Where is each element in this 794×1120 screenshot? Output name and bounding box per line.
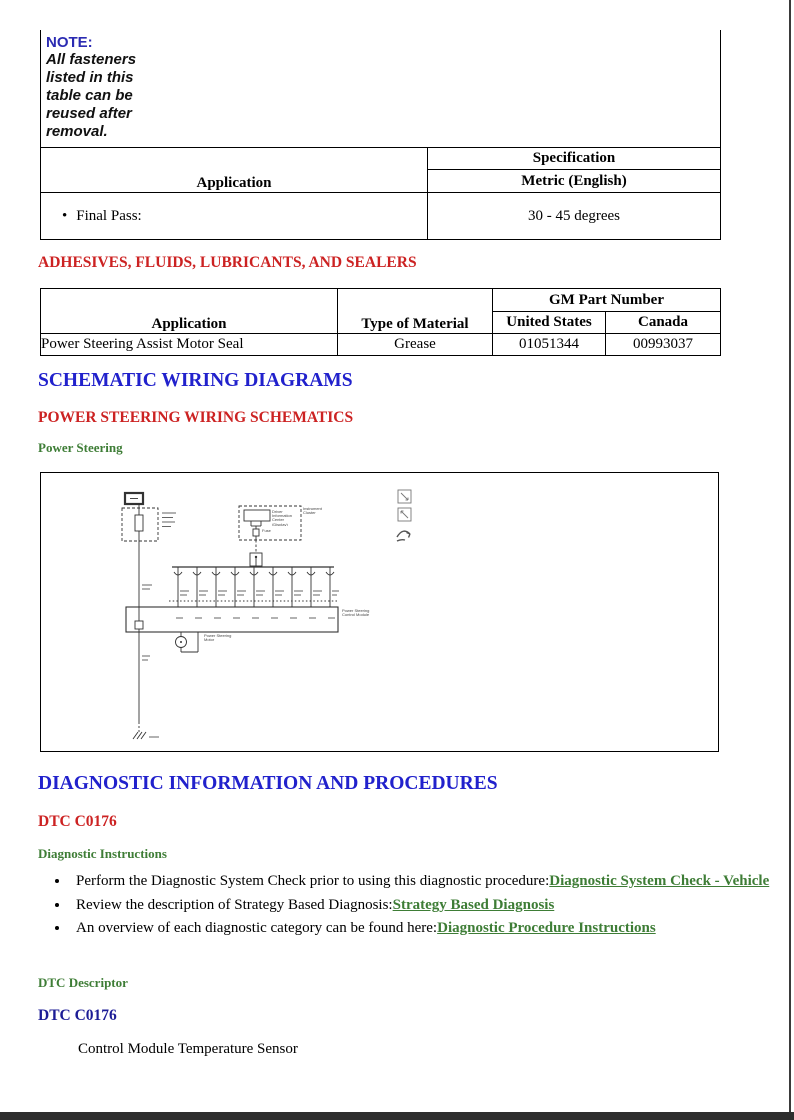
list-item: Perform the Diagnostic System Check prio… [70,872,770,891]
adhesives-heading: ADHESIVES, FLUIDS, LUBRICANTS, AND SEALE… [38,254,417,271]
rotate-icon[interactable] [396,530,411,542]
adh-us-header: United States [492,311,606,334]
dtc-descriptor-heading: DTC Descriptor [38,975,128,990]
schematic-heading: SCHEMATIC WIRING DIAGRAMS [38,370,353,391]
spec-application-header: Application [40,147,428,193]
bottom-bar [0,1112,794,1120]
bus-drops [173,567,335,607]
note-label: NOTE: [46,34,93,51]
dic-label: Driver Information Center (Display) [272,510,293,526]
power-steering-motor [175,632,199,653]
ground-path [132,541,159,740]
adh-type-header: Type of Material [337,288,493,334]
dtc-heading: DTC C0176 [38,813,117,830]
link-strategy-based-diagnosis[interactable]: Strategy Based Diagnosis [392,896,555,913]
table-row: Power Steering Assist Motor Seal Grease … [40,333,721,356]
module-label: Power Steering Control Module [342,609,370,618]
spec-row-label: Final Pass: [76,207,142,224]
adh-row-canada: 00993037 [605,333,721,356]
note-cell: NOTE: All fasteners listed in this table… [40,30,721,148]
bullet-text: Review the description of Strategy Based… [76,896,393,913]
spec-metric-header: Metric (English) [427,169,721,193]
motor-label: Power Steering Motor [204,634,232,643]
adhesives-table: Application Type of Material GM Part Num… [40,288,721,356]
diagnostic-instructions-list: Perform the Diagnostic System Check prio… [40,872,770,943]
adh-row-us: 01051344 [492,333,606,356]
adh-canada-header: Canada [605,311,721,334]
power-steering-control-module [125,606,339,633]
bullet-dot: • [62,207,68,224]
page-right-border [789,0,791,1120]
spec-row-value: 30 - 45 degrees [427,192,721,240]
dtc-heading-2: DTC C0176 [38,1007,117,1024]
wire-label-blobs [142,584,339,596]
schematic-subheading: POWER STEERING WIRING SCHEMATICS [38,409,354,426]
dtc-descriptor-text: Control Module Temperature Sensor [78,1041,298,1057]
bullet-text: An overview of each diagnostic category … [76,920,438,936]
list-item: An overview of each diagnostic category … [70,919,770,938]
note-text: All fasteners listed in this table can b… [46,51,137,140]
spec-specification-header: Specification [427,147,721,170]
adh-gm-header: GM Part Number [492,288,721,312]
list-item: Review the description of Strategy Based… [70,896,770,915]
bullet-text: Perform the Diagnostic System Check prio… [76,873,550,889]
link-diagnostic-system-check[interactable]: Diagnostic System Check - Vehicle [549,873,770,889]
adh-row-application: Power Steering Assist Motor Seal [40,333,338,356]
spec-row-application: • Final Pass: [40,192,428,240]
adh-row-type: Grease [337,333,493,356]
ground-symbol [132,731,147,740]
instrument-cluster-box [238,505,302,541]
schematic-figure-title: Power Steering [38,440,123,455]
link-diagnostic-procedure-instructions[interactable]: Diagnostic Procedure Instructions [437,920,656,936]
cluster-label: Instrument Cluster [303,507,322,516]
bus-connector [249,552,263,567]
shrink-icon[interactable] [397,507,412,522]
fuse-label: Fuse [262,529,271,533]
fuse-block [121,491,176,542]
wiring-diagram: Instrument Cluster Driver Information Ce… [40,472,719,752]
expand-icon[interactable] [397,489,412,504]
fastener-spec-table: NOTE: All fasteners listed in this table… [40,30,721,240]
diagnostic-heading: DIAGNOSTIC INFORMATION AND PROCEDURES [38,773,498,794]
adh-application-header: Application [40,288,338,334]
diagnostic-instructions-heading: Diagnostic Instructions [38,846,167,861]
